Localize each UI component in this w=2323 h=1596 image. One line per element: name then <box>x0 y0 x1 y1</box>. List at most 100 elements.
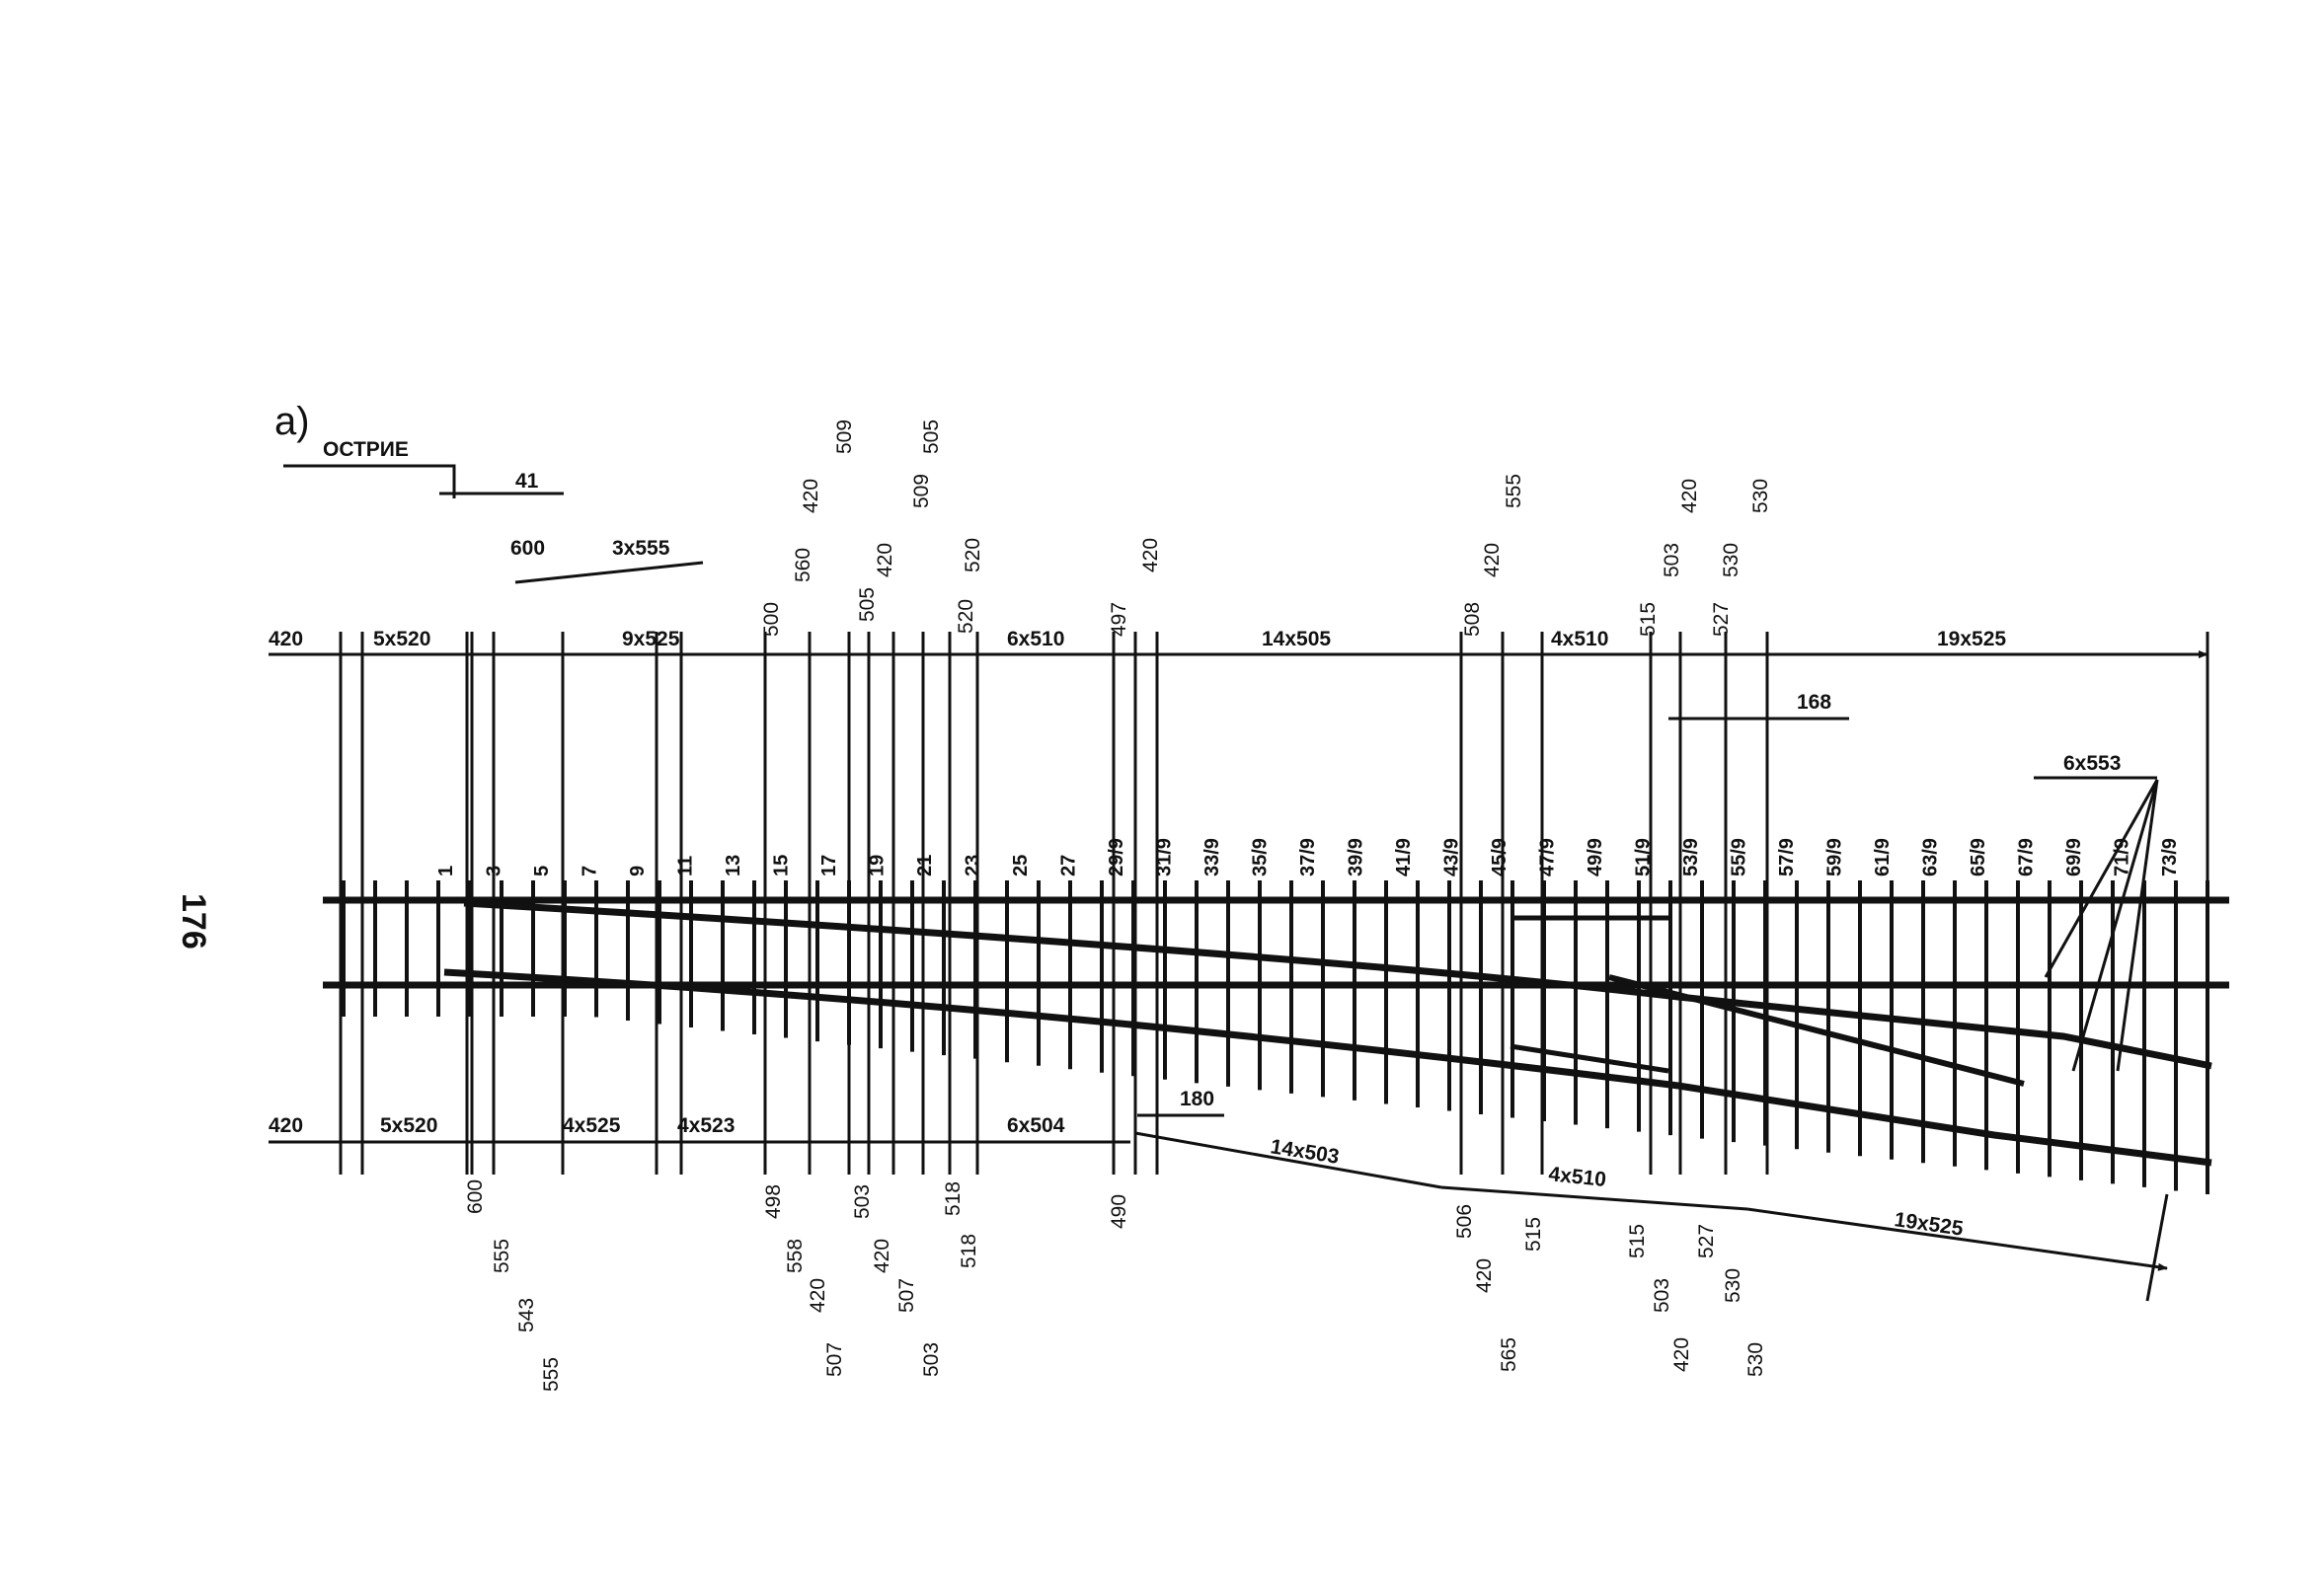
sleeper-number: 3 <box>484 866 505 876</box>
dim-168: 168 <box>1797 691 1831 714</box>
sleeper-number: 41/9 <box>1393 838 1415 876</box>
bottom-vertical-label: 555 <box>540 1357 563 1392</box>
sleeper-number: 67/9 <box>2016 838 2038 876</box>
bottom-vertical-label: 420 <box>871 1239 893 1273</box>
top-vertical-label: 555 <box>1503 474 1525 508</box>
figure-label: а) <box>274 400 310 443</box>
bottom-vertical-label: 420 <box>807 1278 829 1313</box>
dim-4x510-bottom: 4x510 <box>1547 1163 1606 1191</box>
sleeper-number: 19 <box>867 855 889 876</box>
sleeper-number: 55/9 <box>1729 838 1750 876</box>
top-vertical-dimensions: 5005604205095054205095055205204974205084… <box>760 419 1772 637</box>
sleeper-number: 43/9 <box>1441 838 1463 876</box>
top-vertical-label: 508 <box>1461 602 1484 637</box>
sleeper-number: 25 <box>1010 855 1032 876</box>
bottom-vertical-label: 600 <box>464 1179 487 1214</box>
top-vertical-label: 530 <box>1749 479 1772 513</box>
dim-4x510-top: 4x510 <box>1551 628 1608 650</box>
sleeper-number: 15 <box>771 855 793 876</box>
dim-420-top: 420 <box>269 628 303 650</box>
bottom-vertical-label: 420 <box>1670 1337 1693 1372</box>
sleeper-number: 49/9 <box>1585 838 1606 876</box>
dim-41: 41 <box>515 470 539 493</box>
sleeper-number: 45/9 <box>1489 838 1510 876</box>
sleeper-number: 71/9 <box>2112 838 2133 876</box>
top-vertical-label: 509 <box>833 419 856 454</box>
bottom-vertical-label: 515 <box>1626 1224 1649 1258</box>
check-rail-bottom <box>1510 1043 1669 1074</box>
top-vertical-label: 420 <box>1139 538 1162 572</box>
dim-5x520-top: 5x520 <box>373 628 430 650</box>
bottom-vertical-label: 530 <box>1722 1268 1744 1303</box>
dim-19x525-bottom: 19x525 <box>1893 1208 1965 1241</box>
top-vertical-label: 497 <box>1108 602 1130 637</box>
bottom-vertical-label: 527 <box>1695 1224 1718 1258</box>
top-dimension-labels: 41 600 3x555 420 5x520 9x525 6x510 14x50… <box>269 470 2121 775</box>
sleeper-number: 39/9 <box>1346 838 1367 876</box>
sleeper-number: 57/9 <box>1776 838 1798 876</box>
dim-19x525-top: 19x525 <box>1937 628 2006 650</box>
top-vertical-label: 527 <box>1710 602 1733 637</box>
page-number: 176 <box>175 893 212 950</box>
bottom-vertical-label: 530 <box>1744 1342 1767 1377</box>
top-vertical-label: 420 <box>1678 479 1701 513</box>
bottom-vertical-label: 503 <box>1651 1278 1673 1313</box>
dim-180: 180 <box>1180 1088 1214 1110</box>
frog-rail <box>1608 974 2025 1087</box>
bottom-vertical-label: 506 <box>1453 1204 1476 1239</box>
top-vertical-label: 420 <box>800 479 822 513</box>
sleeper-number: 1 <box>435 866 457 876</box>
sleeper-number: 21 <box>914 855 936 876</box>
top-vertical-label: 530 <box>1720 543 1742 577</box>
bottom-vertical-label: 498 <box>762 1184 785 1219</box>
sleeper-number: 35/9 <box>1250 838 1272 876</box>
bottom-vertical-label: 490 <box>1108 1194 1130 1229</box>
sleeper-number: 33/9 <box>1201 838 1223 876</box>
bottom-vertical-label: 565 <box>1498 1337 1520 1372</box>
sleeper-number: 65/9 <box>1968 838 1989 876</box>
bottom-vertical-label: 507 <box>823 1342 846 1377</box>
dim-6x553: 6x553 <box>2063 752 2121 775</box>
sleeper-number: 29/9 <box>1106 838 1127 876</box>
top-vertical-label: 420 <box>874 543 896 577</box>
sleeper-number: 23 <box>963 855 984 876</box>
sleeper-number: 53/9 <box>1680 838 1702 876</box>
bottom-vertical-label: 515 <box>1522 1217 1545 1252</box>
sleeper-number: 31/9 <box>1154 838 1176 876</box>
top-vertical-label: 515 <box>1637 602 1660 637</box>
bottom-vertical-label: 518 <box>958 1234 980 1268</box>
sleeper-number: 51/9 <box>1633 838 1655 876</box>
dim-14x505: 14x505 <box>1262 628 1331 650</box>
dim-4x523: 4x523 <box>677 1114 735 1137</box>
dim-3x555: 3x555 <box>612 537 670 560</box>
top-vertical-label: 503 <box>1661 543 1683 577</box>
bottom-dimension-line <box>269 1113 2169 1302</box>
dim-9x525: 9x525 <box>622 628 680 650</box>
sleeper-number: 63/9 <box>1920 838 1942 876</box>
sleeper-number: 47/9 <box>1537 838 1559 876</box>
switch-point-label: ОСТРИЕ <box>323 438 409 461</box>
top-vertical-label: 500 <box>760 602 783 637</box>
bottom-vertical-label: 420 <box>1473 1258 1496 1293</box>
sleeper-number: 37/9 <box>1297 838 1319 876</box>
bottom-vertical-label: 507 <box>895 1278 918 1313</box>
sleeper-number: 9 <box>627 866 649 876</box>
sleeper-number: 69/9 <box>2063 838 2085 876</box>
top-vertical-label: 505 <box>856 587 879 622</box>
dim-600: 600 <box>510 537 545 560</box>
sleeper-number: 17 <box>818 855 840 876</box>
sleeper-number: 73/9 <box>2159 838 2181 876</box>
dim-5x520-bottom: 5x520 <box>380 1114 437 1137</box>
bottom-vertical-label: 503 <box>851 1184 874 1219</box>
top-vertical-label: 505 <box>920 419 943 454</box>
sleeper-number: 27 <box>1058 855 1080 876</box>
switch-point-leader <box>283 464 456 498</box>
bottom-vertical-label: 543 <box>515 1298 538 1332</box>
bottom-vertical-label: 503 <box>920 1342 943 1377</box>
top-vertical-label: 420 <box>1481 543 1504 577</box>
sleeper-number: 13 <box>723 855 744 876</box>
bottom-vertical-label: 555 <box>491 1239 513 1273</box>
top-vertical-label: 560 <box>792 548 814 582</box>
